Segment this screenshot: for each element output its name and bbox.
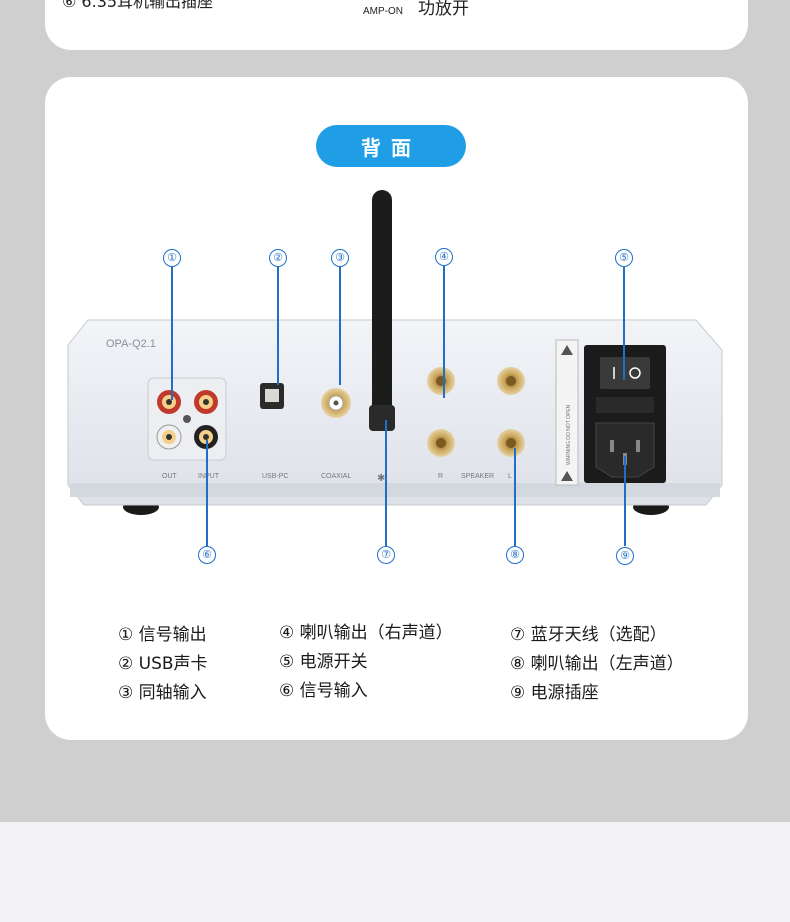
top-feature-card xyxy=(45,0,748,50)
warning-text: WARNING DO NOT OPEN xyxy=(566,404,572,465)
power-socket xyxy=(595,422,655,478)
callout-1: ① xyxy=(163,249,181,267)
speaker-label: SPEAKER xyxy=(461,473,494,480)
legend-item-4: ④ 喇叭输出（右声道） xyxy=(279,623,453,643)
legend-item-7: ⑦ 蓝牙天线（选配） xyxy=(510,625,667,645)
speaker-terminal-l-top xyxy=(497,367,525,395)
amp-on-label: AMP-ON xyxy=(363,6,403,17)
callout-8: ⑧ xyxy=(506,546,524,564)
legend-item-6: ⑥ 信号输入 xyxy=(279,681,368,701)
warning-label xyxy=(555,339,579,486)
legend-item-3: ③ 同轴输入 xyxy=(118,683,207,703)
legend-item-2: ② USB声卡 xyxy=(118,654,208,674)
section-title: 背面 xyxy=(316,125,466,167)
device-rear-panel: OPA-Q2.1 OUT INPUT USB-PC COAXIAL ✱ R SP… xyxy=(67,190,723,515)
bluetooth-antenna xyxy=(372,190,392,430)
model-label: OPA-Q2.1 xyxy=(106,338,156,350)
legend-item-5: ⑤ 电源开关 xyxy=(279,652,368,672)
top-legend-item: ⑥ 6.35耳机输出插座 xyxy=(62,0,214,11)
callout-9: ⑨ xyxy=(616,547,634,565)
r-label: R xyxy=(438,473,443,480)
callout-7: ⑦ xyxy=(377,546,395,564)
legend-item-8: ⑧ 喇叭输出（左声道） xyxy=(510,654,684,674)
legend-item-9: ⑨ 电源插座 xyxy=(510,683,599,703)
l-label: L xyxy=(508,473,512,480)
input-label: INPUT xyxy=(198,473,220,480)
speaker-terminal-r-bottom xyxy=(427,429,455,457)
svg-text:✱: ✱ xyxy=(377,473,385,484)
callout-6: ⑥ xyxy=(198,546,216,564)
usb-label: USB-PC xyxy=(262,473,288,480)
callout-5: ⑤ xyxy=(615,249,633,267)
callout-4: ④ xyxy=(435,248,453,266)
coaxial-label: COAXIAL xyxy=(321,473,351,480)
callout-3: ③ xyxy=(331,249,349,267)
speaker-terminal-l-bottom xyxy=(497,429,525,457)
legend-item-1: ① 信号输出 xyxy=(118,625,207,645)
out-label: OUT xyxy=(162,473,178,480)
callout-2: ② xyxy=(269,249,287,267)
amp-on-text: 功放开 xyxy=(418,0,469,19)
